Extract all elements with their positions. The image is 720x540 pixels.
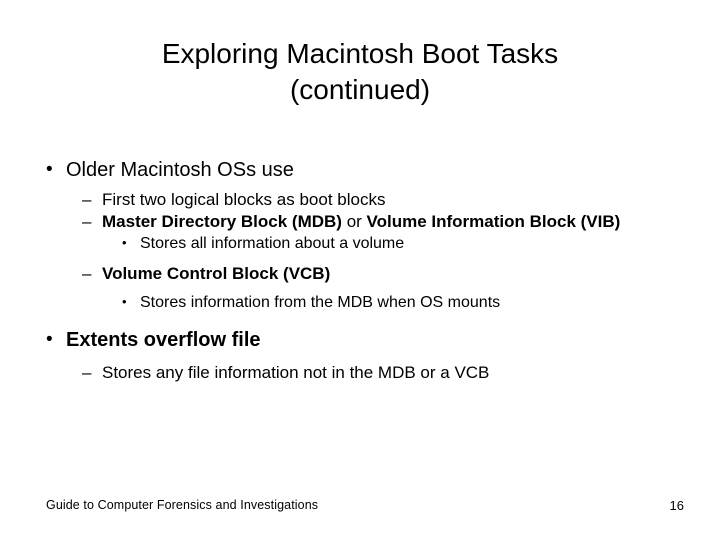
bullet-level1-older-macintosh: • Older Macintosh OSs use — [36, 158, 684, 183]
bullet-marker-round: • — [122, 234, 127, 250]
bullet-text: Stores all information about a volume — [140, 234, 405, 252]
bullet-level3-stores-all-info: • Stores all information about a volume — [36, 234, 684, 254]
page-title: Exploring Macintosh Boot Tasks (continue… — [40, 36, 680, 107]
bullet-text: Stores information from the MDB when OS … — [140, 294, 501, 312]
bullet-level2-mdb-vib: – Master Directory Block (MDB) or Volume… — [36, 211, 684, 232]
bullet-marker-dash: – — [82, 362, 92, 382]
bullet-marker-round: • — [122, 294, 127, 310]
bullet-marker-dash: – — [82, 263, 92, 283]
title-line-1: Exploring Macintosh Boot Tasks — [161, 38, 559, 69]
bullet-marker-round: • — [46, 328, 53, 350]
title-line-2: (continued) — [289, 73, 431, 105]
bullet-text: Volume Control Block (VCB) — [102, 263, 331, 283]
slide-body: • Older Macintosh OSs use – First two lo… — [36, 158, 684, 384]
page-number: 16 — [669, 498, 684, 513]
bullet-marker-round: • — [46, 159, 53, 180]
bullet-text: Older Macintosh OSs use — [66, 159, 294, 181]
bullet-marker-dash: – — [82, 190, 92, 209]
bullet-text: First two logical blocks as boot blocks — [102, 190, 386, 209]
conjunction-or: or — [346, 212, 362, 232]
bullet-level2-vcb: – Volume Control Block (VCB) — [36, 263, 684, 284]
footer-text: Guide to Computer Forensics and Investig… — [46, 498, 319, 512]
vib-label: Volume Information Block (VIB) — [366, 212, 621, 232]
bullet-marker-dash: – — [82, 212, 92, 232]
bullet-text: Master Directory Block (MDB) or Volume I… — [102, 211, 684, 232]
bullet-level1-extents-overflow-file: • Extents overflow file — [36, 328, 684, 353]
bullet-level3-stores-info-mdb: • Stores information from the MDB when O… — [36, 293, 684, 313]
bullet-level2-stores-any-file-info: – Stores any file information not in the… — [36, 362, 684, 383]
bullet-text: Extents overflow file — [66, 328, 261, 351]
bullet-text: Stores any file information not in the M… — [102, 362, 490, 382]
bullet-level2-first-two-blocks: – First two logical blocks as boot block… — [36, 189, 684, 210]
mdb-label: Master Directory Block (MDB) — [102, 212, 342, 232]
